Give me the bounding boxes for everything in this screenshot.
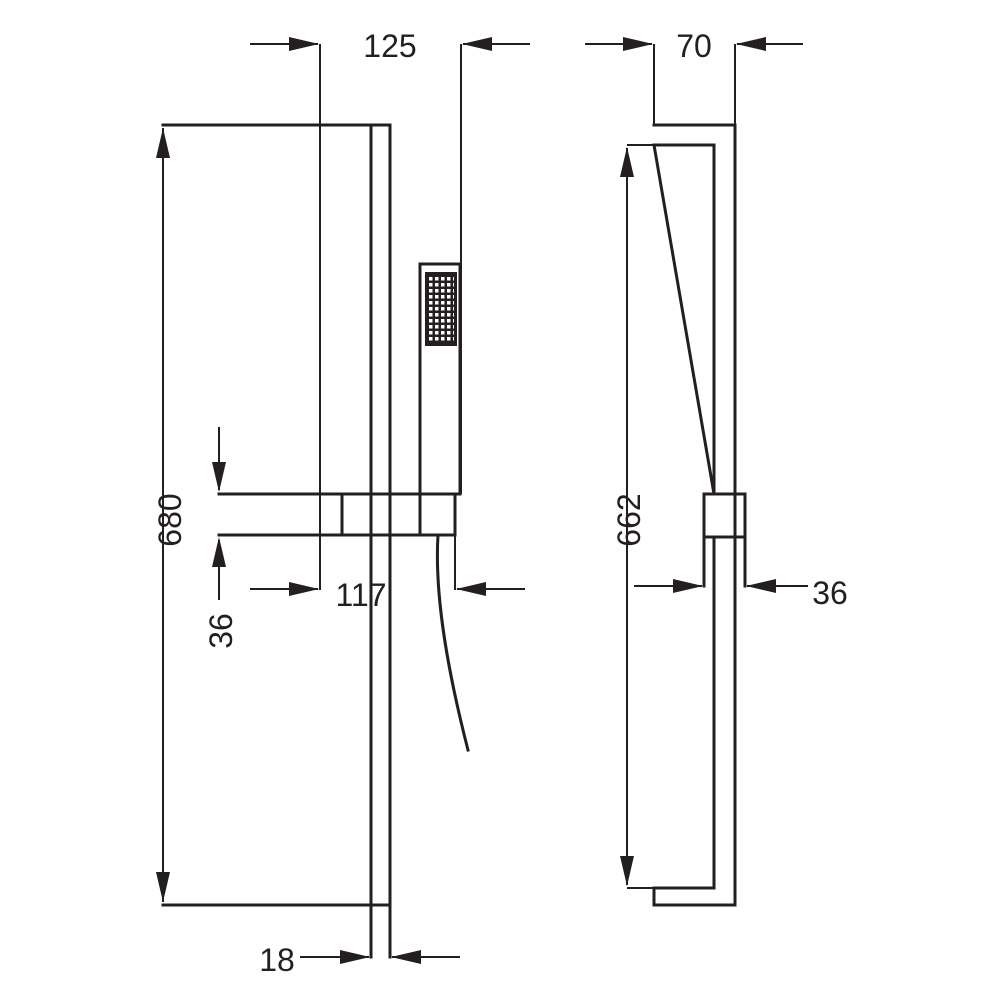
dim-680-arrow-bottom	[156, 872, 170, 902]
dim-36b-arrow-left	[673, 579, 703, 593]
dim-117-arrow-left	[289, 582, 319, 596]
dim-117-arrow-right	[456, 582, 486, 596]
hand-shower-nozzles	[428, 276, 454, 342]
side-view: 70 662 36	[585, 28, 848, 907]
dim-662-label: 662	[611, 493, 647, 546]
dim-18-arrow-right	[391, 950, 421, 964]
dim-680-arrow-top	[156, 128, 170, 158]
dim-125-label: 125	[363, 28, 416, 64]
rail-outline	[652, 123, 737, 907]
dim-36b-arrow-right	[746, 579, 776, 593]
dim-36-arrow-bottom	[212, 537, 226, 567]
dim-117-label: 117	[335, 577, 386, 613]
shower-hose	[435, 533, 470, 752]
wall-outline	[161, 123, 392, 907]
bracket-block	[702, 492, 747, 539]
dim-36-arrow-top	[212, 462, 226, 492]
dim-18-arrow-left	[340, 950, 370, 964]
dim-70-label: 70	[676, 28, 712, 64]
slider-body	[217, 492, 457, 537]
dim-36-label: 36	[203, 613, 239, 649]
dim-70-arrow-right	[736, 37, 766, 51]
dim-125-arrow-right	[462, 37, 492, 51]
dim-125-arrow-left	[289, 37, 319, 51]
dim-680-label: 680	[152, 493, 188, 546]
dim-662-arrow-bottom	[620, 856, 634, 886]
front-view: 125 680 36 117 18	[152, 28, 530, 978]
dim-36b-label: 36	[812, 575, 848, 611]
dim-662-arrow-top	[620, 147, 634, 177]
dim-18-label: 18	[259, 942, 295, 978]
dim-70-arrow-left	[623, 37, 653, 51]
